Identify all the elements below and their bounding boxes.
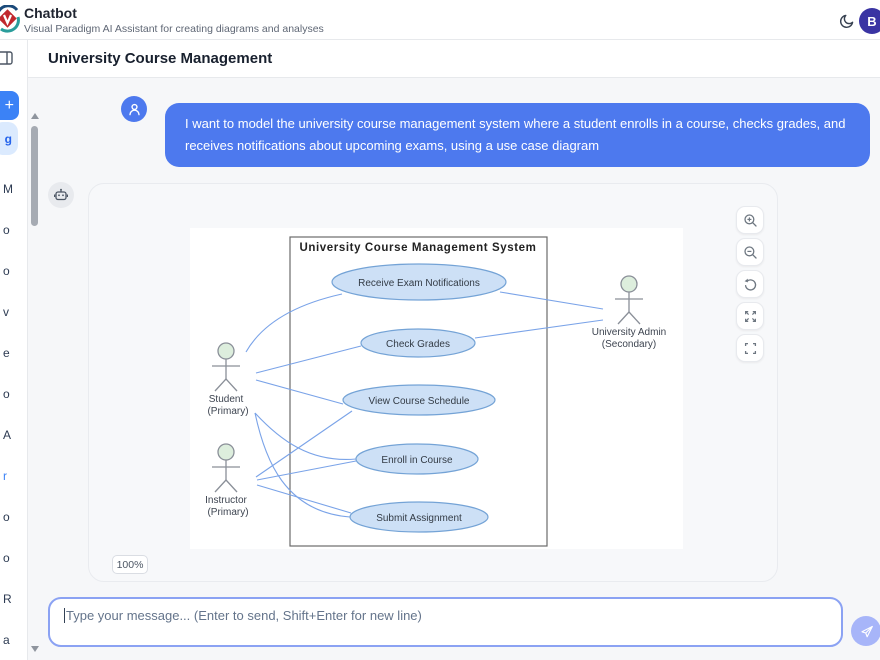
edge-student-enroll-in-course bbox=[254, 412, 357, 460]
send-button[interactable] bbox=[851, 616, 880, 646]
diagram-control-toolbar bbox=[736, 206, 764, 362]
sidebar-item[interactable]: o bbox=[3, 509, 10, 524]
svg-text:Check Grades: Check Grades bbox=[386, 339, 450, 350]
assistant-avatar bbox=[48, 182, 74, 208]
edge-instructor-enroll-in-course bbox=[256, 460, 357, 481]
edge-instructor-view-course-schedule bbox=[255, 410, 353, 478]
diagram-canvas[interactable]: University Course Management System Rece… bbox=[190, 228, 683, 549]
visual-paradigm-logo bbox=[0, 5, 20, 33]
actor-instructor: Instructor (Primary) bbox=[205, 443, 249, 518]
svg-text:View Course Schedule: View Course Schedule bbox=[369, 396, 470, 407]
app-subtitle: Visual Paradigm AI Assistant for creatin… bbox=[24, 23, 324, 35]
usecase-check-grades: Check Grades bbox=[360, 328, 476, 358]
dark-mode-toggle[interactable] bbox=[834, 8, 860, 34]
message-placeholder: Type your message... (Enter to send, Shi… bbox=[64, 608, 422, 623]
fit-to-screen-button[interactable] bbox=[736, 302, 764, 330]
scrollbar-down-arrow[interactable] bbox=[31, 646, 39, 652]
svg-text:Instructor: Instructor bbox=[205, 495, 247, 506]
sidebar-item[interactable]: o bbox=[3, 263, 10, 278]
sidebar-item[interactable]: a bbox=[3, 632, 10, 647]
sidebar-item[interactable]: o bbox=[3, 550, 10, 565]
conversation-title: University Course Management bbox=[48, 50, 273, 67]
fullscreen-icon bbox=[744, 342, 756, 354]
zoom-in-button[interactable] bbox=[736, 206, 764, 234]
scrollbar-thumb[interactable] bbox=[31, 126, 38, 226]
use-case-diagram: University Course Management System Rece… bbox=[205, 236, 666, 547]
edge-student-receive-exam-notifications bbox=[245, 293, 343, 353]
send-icon bbox=[860, 625, 873, 637]
robot-icon bbox=[54, 188, 68, 201]
new-chat-button[interactable]: + bbox=[0, 91, 19, 120]
svg-text:(Secondary): (Secondary) bbox=[602, 339, 656, 350]
edge-student-submit-assignment bbox=[254, 412, 351, 518]
zoom-out-button[interactable] bbox=[736, 238, 764, 266]
sidebar-item[interactable]: o bbox=[3, 222, 10, 237]
edge-student-view-course-schedule bbox=[255, 379, 344, 405]
svg-text:Student: Student bbox=[209, 394, 244, 405]
association-edges bbox=[245, 291, 604, 518]
actor-student: Student (Primary) bbox=[207, 342, 249, 417]
sidebar-item[interactable]: r bbox=[3, 468, 7, 483]
moon-icon bbox=[840, 14, 854, 28]
zoom-in-icon bbox=[743, 213, 757, 227]
conversation-header: University Course Management bbox=[28, 40, 880, 78]
reset-rotate-icon bbox=[744, 278, 756, 291]
user-message-bubble: I want to model the university course ma… bbox=[165, 103, 870, 167]
usecase-view-course-schedule: View Course Schedule bbox=[342, 384, 496, 416]
app-header: Chatbot Visual Paradigm AI Assistant for… bbox=[0, 0, 880, 40]
person-icon bbox=[128, 103, 140, 115]
sidebar-item-active[interactable]: g bbox=[0, 122, 18, 155]
edge-instructor-submit-assignment bbox=[256, 484, 352, 514]
system-boundary-title: University Course Management System bbox=[299, 242, 536, 254]
edge-student-check-grades bbox=[255, 345, 362, 374]
zoom-level-badge: 100% bbox=[112, 555, 148, 574]
user-avatar bbox=[121, 96, 147, 122]
sidebar-item-list: M o o v e o A r o o R a bbox=[0, 168, 28, 660]
scrollbar-up-arrow[interactable] bbox=[31, 113, 39, 119]
sidebar-item[interactable]: R bbox=[3, 591, 12, 606]
sidebar-item[interactable]: o bbox=[3, 386, 10, 401]
sidebar-item[interactable]: M bbox=[3, 181, 13, 196]
edge-admin-check-grades bbox=[474, 319, 604, 339]
svg-text:Submit Assignment: Submit Assignment bbox=[376, 513, 462, 524]
reset-view-button[interactable] bbox=[736, 270, 764, 298]
expand-arrows-icon bbox=[744, 310, 756, 322]
sidebar-toggle-icon[interactable] bbox=[0, 50, 13, 66]
sidebar-item[interactable]: A bbox=[3, 427, 12, 442]
user-account-avatar[interactable]: B bbox=[859, 8, 880, 34]
usecase-submit-assignment: Submit Assignment bbox=[349, 501, 489, 533]
zoom-out-icon bbox=[743, 245, 757, 259]
svg-text:(Primary): (Primary) bbox=[207, 406, 248, 417]
text-caret bbox=[64, 608, 65, 623]
conversation-sidebar: + g M o o v e o A r o o R a bbox=[0, 40, 28, 660]
use-case-ellipses: Receive Exam Notifications Check Grades … bbox=[331, 263, 507, 533]
fullscreen-button[interactable] bbox=[736, 334, 764, 362]
sidebar-item[interactable]: v bbox=[3, 304, 9, 319]
message-input[interactable]: Type your message... (Enter to send, Shi… bbox=[48, 597, 843, 647]
actors: Student (Primary) Instructor (Primary) U… bbox=[205, 275, 666, 518]
svg-text:University Admin: University Admin bbox=[592, 327, 666, 338]
usecase-enroll-in-course: Enroll in Course bbox=[355, 443, 479, 475]
edge-admin-receive-exam-notifications bbox=[499, 291, 604, 310]
usecase-receive-exam-notifications: Receive Exam Notifications bbox=[331, 263, 507, 301]
sidebar-item[interactable]: e bbox=[3, 345, 10, 360]
svg-text:Enroll in Course: Enroll in Course bbox=[381, 455, 453, 466]
actor-university-admin: University Admin (Secondary) bbox=[592, 275, 666, 350]
svg-text:Receive Exam Notifications: Receive Exam Notifications bbox=[358, 278, 480, 289]
app-title: Chatbot bbox=[24, 5, 77, 21]
svg-text:(Primary): (Primary) bbox=[207, 507, 248, 518]
